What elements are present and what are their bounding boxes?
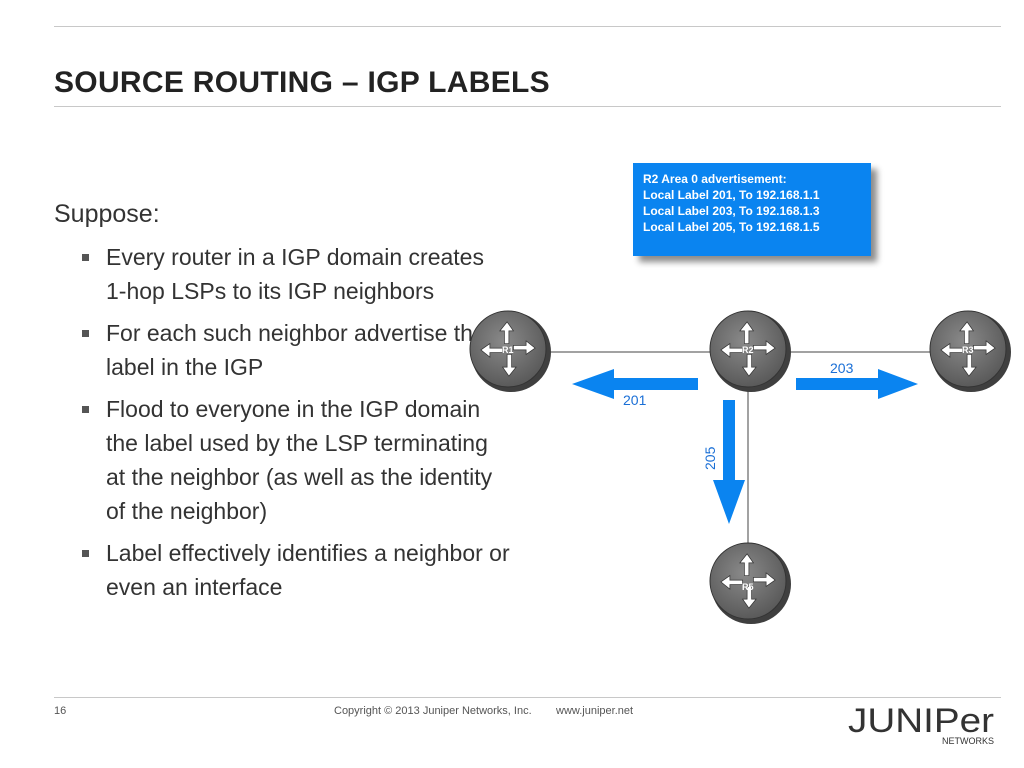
router-r2: R2 <box>709 310 791 392</box>
bullet-item: Flood to everyone in the IGP domain the … <box>80 392 510 528</box>
page-number: 16 <box>54 705 67 717</box>
title-rule <box>54 106 1001 107</box>
router-label-r3: R3 <box>962 345 974 355</box>
router-r3: R3 <box>929 310 1011 392</box>
arrow-205 <box>713 400 745 524</box>
logo-subtext: NETWORKS <box>942 736 994 746</box>
router-r5: R5 <box>709 542 791 624</box>
label-203: 203 <box>830 360 854 376</box>
slide-title: SOURCE ROUTING – IGP LABELS <box>54 66 550 99</box>
bullet-text: Label effectively identifies a neighbor … <box>106 540 510 600</box>
advertisement-line: Local Label 201, To 192.168.1.1 <box>643 188 820 202</box>
advertisement-callout: R2 Area 0 advertisement: Local Label 201… <box>633 163 871 256</box>
advertisement-line: Local Label 205, To 192.168.1.5 <box>643 220 820 234</box>
router-label-r5: R5 <box>742 582 754 592</box>
bullet-list: Every router in a IGP domain creates 1-h… <box>80 240 510 612</box>
juniper-logo: JUNIPer NETWORKS <box>848 702 994 746</box>
bullet-marker-icon <box>82 254 89 261</box>
bullet-item: Every router in a IGP domain creates 1-h… <box>80 240 510 308</box>
footer-rule <box>54 697 1001 698</box>
bullet-item: Label effectively identifies a neighbor … <box>80 536 510 604</box>
logo-wordmark: JUNIPer <box>848 702 994 740</box>
arrow-203 <box>796 369 918 399</box>
router-label-r1: R1 <box>502 345 514 355</box>
advertisement-line: Local Label 203, To 192.168.1.3 <box>643 204 820 218</box>
bullet-item: For each such neighbor advertise the lab… <box>80 316 510 384</box>
bullet-text: Every router in a IGP domain creates 1-h… <box>106 244 484 304</box>
bullet-text: Flood to everyone in the IGP domain the … <box>106 396 493 524</box>
bullet-marker-icon <box>82 330 89 337</box>
router-r1: R1 <box>469 310 551 392</box>
advertisement-heading: R2 Area 0 advertisement: <box>643 172 787 186</box>
copyright-text: Copyright © 2013 Juniper Networks, Inc. <box>334 705 532 717</box>
footer-url: www.juniper.net <box>556 705 634 717</box>
router-label-r2: R2 <box>742 345 754 355</box>
label-201: 201 <box>623 392 647 408</box>
label-205: 205 <box>702 446 718 470</box>
arrow-201 <box>572 369 698 399</box>
bullet-marker-icon <box>82 406 89 413</box>
intro-text: Suppose: <box>54 200 160 228</box>
top-rule <box>54 26 1001 27</box>
bullet-text: For each such neighbor advertise the lab… <box>106 320 486 380</box>
bullet-marker-icon <box>82 550 89 557</box>
